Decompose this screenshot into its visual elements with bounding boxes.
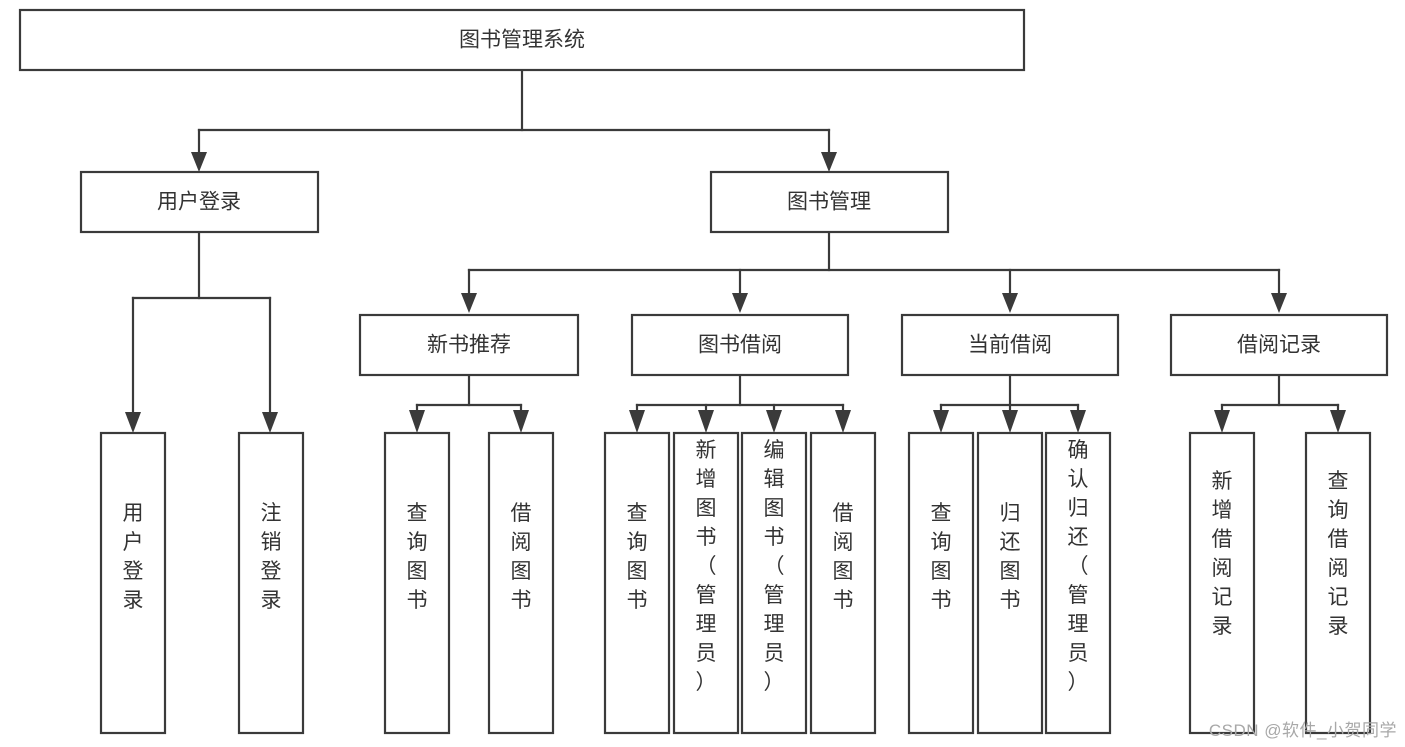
connector-group-newbook <box>409 373 529 433</box>
leaf-add-record-box[interactable] <box>1188 431 1256 735</box>
leaf-return-book-box[interactable] <box>976 431 1044 735</box>
arrowhead-book-borrow <box>732 293 748 313</box>
node-current-borrow[interactable]: 当前借阅 <box>900 313 1120 377</box>
leaf-query-book-2[interactable]: 查询图书 <box>603 431 671 735</box>
leaf-add-record-label: 新增借阅记录 <box>1212 470 1233 638</box>
leaf-confirm-return-box[interactable] <box>1044 431 1112 735</box>
leaf-confirm-return[interactable]: 确认归还（管理员） <box>1044 431 1112 735</box>
connector-group-root <box>191 68 837 172</box>
connector-group-currentborrow <box>933 373 1086 433</box>
leaf-edit-book[interactable]: 编辑图书（管理员） <box>740 431 808 735</box>
node-book-management-box[interactable] <box>709 170 950 234</box>
leaf-add-book[interactable]: 新增图书（管理员） <box>672 431 740 735</box>
leaf-add-record[interactable]: 新增借阅记录 <box>1188 431 1256 735</box>
arrowhead-leaf-confirm-return <box>1070 410 1086 433</box>
arrowhead-current-borrow <box>1002 293 1018 313</box>
arrowhead-leaf-add-book <box>698 410 714 433</box>
leaf-borrow-book-1[interactable]: 借阅图书 <box>487 431 555 735</box>
csdn-watermark: CSDN @软件_小贺同学 <box>1208 721 1397 740</box>
node-root[interactable]: 图书管理系统 <box>18 8 1026 72</box>
leaf-query-record[interactable]: 查询借阅记录 <box>1304 431 1372 735</box>
arrowhead-leaf-return-book <box>1002 410 1018 433</box>
arrowhead-bookmgmt <box>821 152 837 172</box>
leaf-query-book-1-box[interactable] <box>383 431 451 735</box>
node-borrow-record-label: 借阅记录 <box>1237 334 1321 357</box>
leaf-query-record-box[interactable] <box>1304 431 1372 735</box>
connector-group-bookborrow <box>629 373 851 433</box>
node-book-borrow-box[interactable] <box>630 313 850 377</box>
leaf-borrow-book-2-label: 借阅图书 <box>833 502 854 612</box>
leaf-user-logout[interactable]: 注销登录 <box>237 431 305 735</box>
node-new-book-recommend[interactable]: 新书推荐 <box>358 313 580 377</box>
leaf-query-book-3[interactable]: 查询图书 <box>907 431 975 735</box>
node-borrow-record-box[interactable] <box>1169 313 1389 377</box>
leaf-borrow-book-2[interactable]: 借阅图书 <box>809 431 877 735</box>
arrowhead-leaf-query-record <box>1330 410 1346 433</box>
node-root-box[interactable] <box>18 8 1026 72</box>
node-root-label: 图书管理系统 <box>459 29 585 52</box>
arrowhead-leaf-borrow-book-1 <box>513 410 529 433</box>
leaf-add-book-label: 新增图书（管理员） <box>696 439 717 694</box>
leaf-edit-book-label: 编辑图书（管理员） <box>764 439 785 694</box>
leaf-query-record-label: 查询借阅记录 <box>1328 470 1349 638</box>
arrowhead-leaf-query-book-1 <box>409 410 425 433</box>
leaf-user-login-box[interactable] <box>99 431 167 735</box>
connector-group-userlogin <box>125 230 278 433</box>
node-book-management[interactable]: 图书管理 <box>709 170 950 234</box>
leaf-borrow-book-1-box[interactable] <box>487 431 555 735</box>
arrowhead-new-book-recommend <box>461 293 477 313</box>
arrowhead-leaf-query-book-2 <box>629 410 645 433</box>
connector-group-borrowrecord <box>1214 373 1346 433</box>
arrowhead-userlogin <box>191 152 207 172</box>
node-book-management-label: 图书管理 <box>787 191 871 214</box>
node-user-login-box[interactable] <box>79 170 320 234</box>
leaf-edit-book-box[interactable] <box>740 431 808 735</box>
node-book-borrow-label: 图书借阅 <box>698 334 782 357</box>
arrowhead-leaf-edit-book <box>766 410 782 433</box>
node-user-login[interactable]: 用户登录 <box>79 170 320 234</box>
leaf-confirm-return-label: 确认归还（管理员） <box>1068 439 1089 694</box>
leaf-user-login-label: 用户登录 <box>123 502 144 612</box>
node-user-login-label: 用户登录 <box>157 191 241 214</box>
leaf-query-book-3-label: 查询图书 <box>931 502 952 612</box>
node-book-borrow[interactable]: 图书借阅 <box>630 313 850 377</box>
arrowhead-leaf-user-logout <box>262 412 278 433</box>
node-current-borrow-box[interactable] <box>900 313 1120 377</box>
node-current-borrow-label: 当前借阅 <box>968 334 1052 357</box>
node-new-book-recommend-box[interactable] <box>358 313 580 377</box>
arrowhead-leaf-query-book-3 <box>933 410 949 433</box>
arrowhead-borrow-record <box>1271 293 1287 313</box>
arrowhead-leaf-borrow-book-2 <box>835 410 851 433</box>
leaf-user-login[interactable]: 用户登录 <box>99 431 167 735</box>
leaf-borrow-book-2-box[interactable] <box>809 431 877 735</box>
leaf-borrow-book-1-label: 借阅图书 <box>511 502 532 612</box>
leaf-query-book-3-box[interactable] <box>907 431 975 735</box>
node-new-book-recommend-label: 新书推荐 <box>427 334 511 357</box>
leaf-add-book-box[interactable] <box>672 431 740 735</box>
connector-group-bookmgmt <box>461 230 1287 313</box>
leaf-query-book-1-label: 查询图书 <box>407 502 428 612</box>
leaf-query-book-1[interactable]: 查询图书 <box>383 431 451 735</box>
arrowhead-leaf-add-record <box>1214 410 1230 433</box>
leaf-query-book-2-label: 查询图书 <box>627 502 648 612</box>
leaf-user-logout-box[interactable] <box>237 431 305 735</box>
leaf-query-book-2-box[interactable] <box>603 431 671 735</box>
arrowhead-leaf-user-login <box>125 412 141 433</box>
leaf-user-logout-label: 注销登录 <box>261 502 282 612</box>
node-borrow-record[interactable]: 借阅记录 <box>1169 313 1389 377</box>
leaf-return-book-label: 归还图书 <box>1000 502 1021 612</box>
leaf-return-book[interactable]: 归还图书 <box>976 431 1044 735</box>
